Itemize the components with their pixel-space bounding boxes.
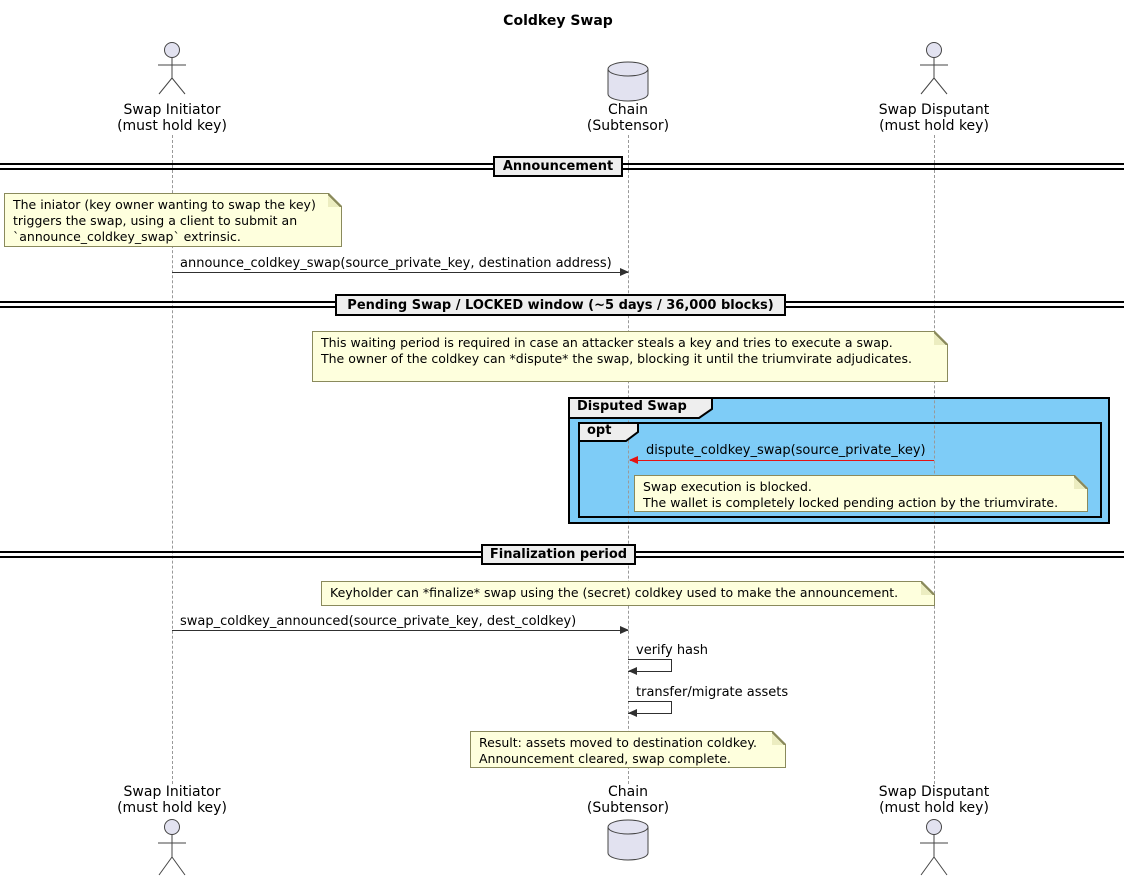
participant-label-disputant: Swap Disputant (must hold key) — [879, 102, 989, 134]
arrowhead-left-icon — [628, 709, 637, 717]
participant-name: Swap Disputant — [878, 102, 990, 118]
note-waiting: This waiting period is required in case … — [312, 331, 948, 382]
database-icon — [607, 819, 649, 861]
actor-icon — [920, 42, 948, 95]
participant-name: Swap Initiator — [123, 102, 221, 118]
fragment-opt: opt — [578, 422, 1102, 518]
note-finalize: Keyholder can *finalize* swap using the … — [321, 581, 935, 606]
participant-label-disputant: Swap Disputant (must hold key) — [879, 784, 989, 816]
participant-name: Swap Initiator — [123, 784, 221, 800]
group-title-tab: Disputed Swap — [568, 397, 714, 419]
diagram-title: Coldkey Swap — [503, 13, 613, 29]
message-announce-line — [172, 272, 628, 273]
participant-name: Chain — [607, 102, 648, 118]
note-announce: The iniator (key owner wanting to swap t… — [4, 193, 342, 247]
divider-announcement: Announcement — [493, 156, 623, 177]
participant-subtitle: (must hold key) — [117, 800, 227, 816]
group-disputed-swap: Disputed Swap opt — [568, 397, 1110, 524]
message-finalize: swap_coldkey_announced(source_private_ke… — [180, 614, 577, 629]
participant-name: Chain — [607, 784, 648, 800]
participant-subtitle: (Subtensor) — [586, 800, 670, 816]
tab-shape — [568, 397, 713, 419]
message-announce: announce_coldkey_swap(source_private_key… — [180, 256, 612, 271]
participant-label-initiator: Swap Initiator (must hold key) — [117, 102, 227, 134]
arrowhead-right-icon — [620, 268, 629, 276]
participant-subtitle: (must hold key) — [879, 118, 989, 134]
fragment-operator-tab: opt — [578, 422, 640, 442]
fragment-operator: opt — [587, 423, 612, 438]
note-result: Result: assets moved to destination cold… — [470, 731, 786, 768]
lifeline-disputant — [934, 135, 935, 784]
self-message-line — [628, 659, 672, 672]
participant-subtitle: (must hold key) — [879, 800, 989, 816]
database-icon — [607, 61, 649, 102]
divider-finalization: Finalization period — [481, 544, 636, 565]
participant-name: Swap Disputant — [878, 784, 990, 800]
message-transfer: transfer/migrate assets — [636, 685, 789, 700]
participant-subtitle: (Subtensor) — [586, 118, 670, 134]
actor-icon — [920, 819, 948, 876]
tab-shape — [578, 422, 639, 442]
message-dispute: dispute_coldkey_swap(source_private_key) — [646, 443, 926, 458]
actor-icon — [158, 819, 186, 876]
arrowhead-right-icon — [620, 626, 629, 634]
participant-label-chain: Chain (Subtensor) — [587, 784, 669, 816]
arrowhead-left-icon — [628, 667, 637, 675]
group-title: Disputed Swap — [577, 399, 687, 414]
arrowhead-left-icon — [629, 456, 638, 464]
participant-label-chain: Chain (Subtensor) — [587, 102, 669, 134]
message-verify-hash: verify hash — [636, 643, 709, 658]
message-finalize-line — [172, 630, 628, 631]
lifeline-chain — [628, 135, 629, 784]
message-dispute-line — [630, 460, 934, 461]
divider-pending-swap: Pending Swap / LOCKED window (~5 days / … — [335, 294, 786, 316]
participant-label-initiator: Swap Initiator (must hold key) — [117, 784, 227, 816]
self-message-line — [628, 701, 672, 714]
actor-icon — [158, 42, 186, 95]
note-blocked: Swap execution is blocked. The wallet is… — [634, 475, 1088, 512]
lifeline-initiator — [172, 135, 173, 784]
participant-subtitle: (must hold key) — [117, 118, 227, 134]
